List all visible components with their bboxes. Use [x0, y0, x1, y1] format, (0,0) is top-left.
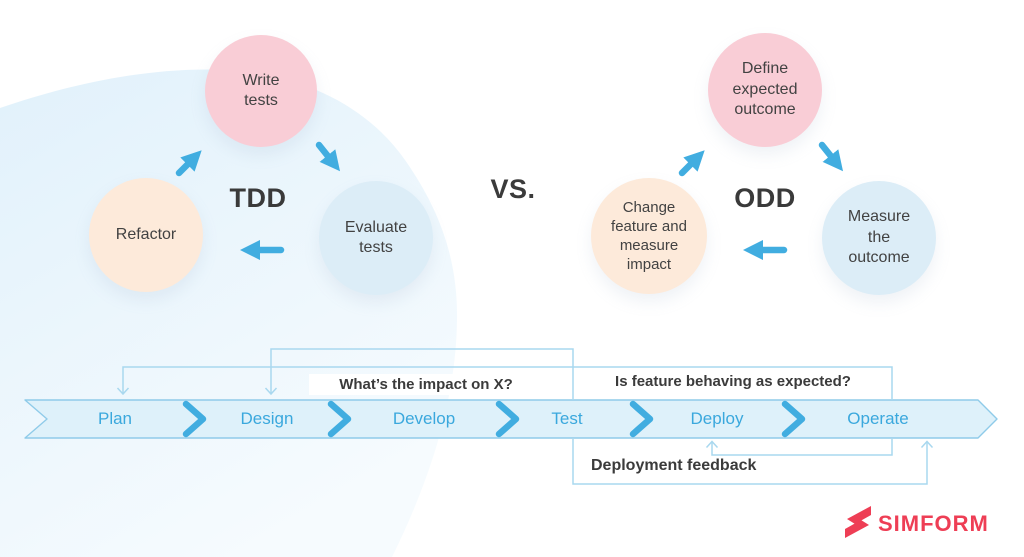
pipeline-stage-develop: Develop [392, 409, 456, 428]
tdd-node-refactor: Refactor [89, 178, 203, 292]
odd-node-define-outcome: Define expected outcome [708, 33, 822, 147]
simform-logo-text: SIMFORM [878, 511, 989, 536]
odd-arrow-change-to-define [678, 150, 705, 177]
tdd-node-evaluate-tests: Evaluate tests [319, 181, 433, 295]
odd-node-measure-outcome-label: Measure the outcome [847, 208, 911, 267]
pipeline-band [24, 399, 998, 439]
annotation-impact-question: What’s the impact on X? [309, 374, 543, 395]
tdd-node-evaluate-tests-label: Evaluate tests [344, 218, 408, 256]
chevron-separator [495, 400, 520, 438]
tdd-node-write-tests: Write tests [205, 35, 317, 147]
arrowhead-down-plan [116, 387, 130, 396]
operate-to-deploy-line [711, 439, 893, 456]
tdd-node-refactor-label: Refactor [115, 225, 177, 243]
pipeline-stage-plan: Plan [97, 409, 133, 428]
chevron-separator [629, 400, 654, 438]
arrowhead-up-operate [920, 440, 934, 449]
annotation-deployment-feedback: Deployment feedback [591, 457, 757, 474]
odd-cycle-arrows [678, 141, 844, 261]
annotation-behaving-question: Is feature behaving as expected? [615, 373, 851, 390]
tdd-node-write-tests-label: Write tests [242, 71, 280, 109]
chevron-separator [327, 400, 352, 438]
pipeline-stage-design: Design [240, 409, 294, 428]
arrowhead-down-design [264, 387, 278, 396]
pipeline-stage-deploy: Deploy [690, 409, 744, 428]
odd-arrow-define-to-measure [818, 141, 844, 172]
tdd-cycle-arrows [175, 141, 341, 261]
pipeline-stage-operate: Operate [847, 409, 909, 428]
tdd-title: TDD [229, 183, 287, 213]
background-blob [0, 69, 458, 557]
simform-logo: SIMFORM [843, 505, 989, 539]
odd-node-define-outcome-label: Define expected outcome [732, 60, 798, 119]
simform-logo-icon [845, 506, 871, 538]
chevron-separator [781, 400, 806, 438]
odd-node-change-feature-label: Change feature and measure impact [611, 198, 687, 274]
odd-node-change-feature: Change feature and measure impact [591, 178, 707, 294]
tdd-arrow-write-to-evaluate [315, 141, 341, 172]
pipeline-separators [182, 400, 806, 438]
arrowhead-up-deploy [705, 440, 719, 449]
versus-label: VS. [490, 174, 536, 204]
chevron-separator [182, 400, 207, 438]
odd-node-measure-outcome: Measure the outcome [822, 181, 936, 295]
deployment-feedback-line [572, 439, 928, 485]
tdd-arrow-refactor-to-write [175, 150, 202, 177]
annotation-lines [116, 348, 934, 485]
odd-title: ODD [734, 183, 796, 213]
feedback-line-to-plan [122, 366, 893, 399]
feedback-line-to-design [270, 348, 574, 399]
pipeline-stage-test: Test [551, 409, 583, 428]
